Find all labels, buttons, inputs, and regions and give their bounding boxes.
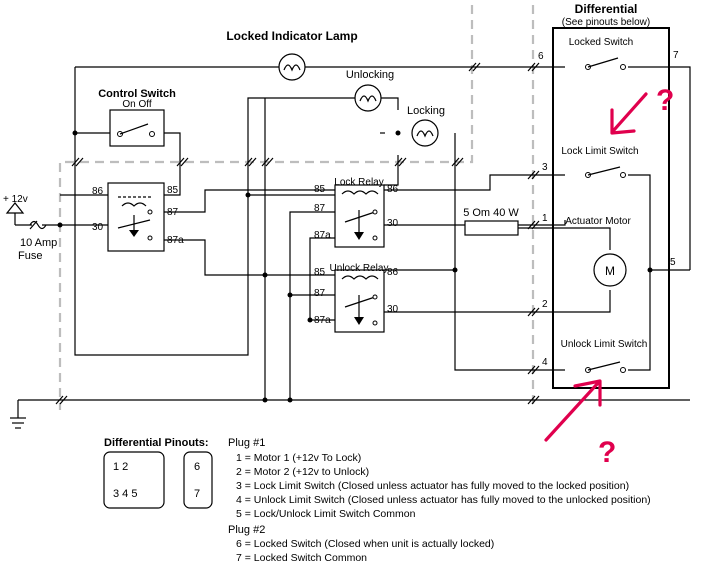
- connector-ticks: [29, 62, 540, 405]
- pinouts-legend: Differential Pinouts: 1 2 3 4 5 6 7 Plug…: [103, 437, 651, 564]
- relay-pin: 87: [314, 288, 326, 299]
- lock-limit-switch-symbol: [585, 166, 626, 178]
- labels: Differential (See pinouts below) Locked …: [3, 2, 679, 469]
- supply-label: + 12v: [3, 194, 28, 205]
- plug2-connector: [183, 451, 213, 509]
- relay-pin: 87a: [314, 230, 331, 241]
- pinouts-title: Differential Pinouts:: [104, 437, 209, 449]
- lock-relay: [334, 184, 385, 248]
- motor-symbol-label: M: [605, 264, 615, 278]
- relay-pin: 86: [387, 267, 399, 278]
- annotation-marks: [544, 92, 648, 442]
- differential-box: [552, 27, 670, 389]
- plug-pin-number: 1: [542, 213, 548, 224]
- plug-pin-number: 6: [538, 51, 544, 62]
- plug2-row2: 7: [194, 488, 200, 500]
- fuse-symbol: [29, 220, 47, 230]
- control-relay: [107, 182, 165, 252]
- lock-relay-label: Lock Relay: [334, 177, 383, 188]
- lock-limit-switch-label: Lock Limit Switch: [561, 146, 638, 157]
- question-mark-annotation: ?: [598, 436, 616, 469]
- locking-lamp: [411, 119, 439, 147]
- plug-pin-number: 2: [542, 299, 548, 310]
- locked-switch-label: Locked Switch: [569, 37, 633, 48]
- plug1-title: Plug #1: [228, 437, 265, 449]
- unlocking-lamp: [354, 84, 382, 112]
- control-switch-label: Control Switch: [98, 88, 176, 100]
- relay-pin: 87a: [167, 235, 184, 246]
- wiring: [5, 66, 691, 429]
- plug2-line: 6 = Locked Switch (Closed when unit is a…: [236, 538, 494, 550]
- relay-pin: 30: [92, 222, 104, 233]
- junction-dots: [57, 130, 653, 403]
- plug-pin-number: 4: [542, 357, 548, 368]
- plug-pin-number: 3: [542, 162, 548, 173]
- relay-pin: 87a: [314, 315, 331, 326]
- relay-pin: 86: [92, 186, 104, 197]
- relay-pin: 85: [314, 184, 326, 195]
- actuator-motor-label: Actuator Motor: [565, 216, 631, 227]
- unlock-relay-label: Unlock Relay: [330, 263, 389, 274]
- relay-pin: 87: [314, 203, 326, 214]
- locked-lamp-label: Locked Indicator Lamp: [226, 29, 357, 43]
- differential-subtitle: (See pinouts below): [562, 17, 650, 28]
- locked-lamp: [278, 53, 306, 81]
- plug1-line: 4 = Unlock Limit Switch (Closed unless a…: [236, 494, 651, 506]
- plug2-title: Plug #2: [228, 524, 265, 536]
- unlock-limit-switch-label: Unlock Limit Switch: [561, 339, 648, 350]
- locking-lamp-label: Locking: [407, 105, 445, 117]
- plug1-line: 1 = Motor 1 (+12v To Lock): [236, 452, 361, 464]
- control-switch: [109, 109, 165, 147]
- plug1-row2: 3 4 5: [113, 488, 137, 500]
- relay-pin: 85: [167, 185, 179, 196]
- plug2-row1: 6: [194, 461, 200, 473]
- plug1-line: 3 = Lock Limit Switch (Closed unless act…: [236, 480, 629, 492]
- unlocking-lamp-label: Unlocking: [346, 69, 394, 81]
- relay-pin: 86: [387, 184, 399, 195]
- plug2-line: 7 = Locked Switch Common: [236, 552, 367, 564]
- plug1-connector: [103, 451, 165, 509]
- unlock-relay: [334, 269, 385, 333]
- fuse-label: Fuse: [18, 250, 42, 262]
- relay-pin: 30: [387, 218, 399, 229]
- on-off-label: On Off: [122, 99, 151, 110]
- relay-pin: 30: [387, 304, 399, 315]
- plug1-row1: 1 2: [113, 461, 128, 473]
- resistor-label: 5 Om 40 W: [463, 207, 519, 219]
- question-mark-annotation: ?: [656, 84, 674, 117]
- plug1-line: 5 = Lock/Unlock Limit Switch Common: [236, 508, 416, 520]
- actuator-motor-symbol: [593, 253, 627, 287]
- plug-pin-number: 5: [670, 257, 676, 268]
- fuse-rating-label: 10 Amp: [20, 237, 57, 249]
- differential-title: Differential: [575, 2, 638, 16]
- resistor: [464, 220, 519, 236]
- plug-pin-number: 7: [673, 50, 679, 61]
- unlock-limit-switch-symbol: [585, 361, 626, 373]
- plug1-line: 2 = Motor 2 (+12v to Unlock): [236, 466, 369, 478]
- relay-pin: 87: [167, 207, 179, 218]
- locked-switch-symbol: [585, 57, 626, 70]
- relay-pin: 85: [314, 267, 326, 278]
